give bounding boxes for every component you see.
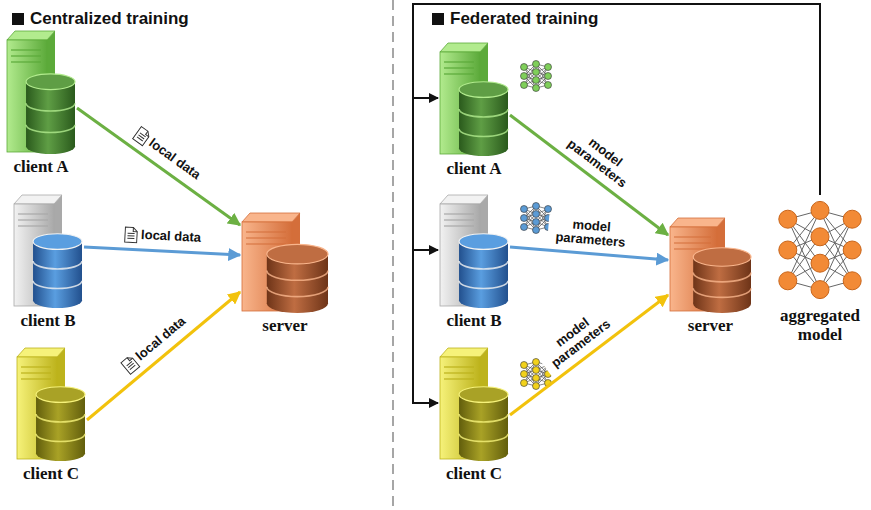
server-node: client B [12,192,84,331]
model-node: aggregated model [774,195,866,344]
server-icon [240,210,330,315]
server-icon [668,215,753,315]
connector [87,292,240,420]
server-node: server [668,215,753,336]
node-label: server [668,317,753,336]
node-label: client A [438,160,510,179]
document-icon [124,226,139,244]
connector [510,295,668,415]
panel-divider [392,0,394,510]
node-label: client A [5,158,77,177]
server-node: client C [15,345,87,484]
server-node: server [240,210,330,336]
edge-label: local data [141,228,202,245]
connector [84,247,240,255]
connector [413,4,820,195]
server-node: client A [438,40,510,179]
edge-label-group: local data [116,311,192,379]
server-icon [12,192,84,310]
server-icon [438,345,510,463]
connector [510,247,668,260]
panel-heading: Centralized training [30,9,189,29]
connector [77,108,240,225]
parameter-icon [521,61,552,92]
heading-bullet [432,13,444,25]
node-label: client B [12,312,84,331]
server-icon [15,345,87,463]
network-icon [774,195,866,305]
heading-bullet [12,13,24,25]
node-label: aggregated model [774,307,866,344]
server-node: client A [5,28,77,177]
connector [413,4,820,403]
edge-label-group: model parameters [547,214,635,252]
edge-label-group: local data [121,225,205,248]
edge-label: model parameters [550,215,632,250]
node-label: server [240,317,330,336]
panel-heading: Federated training [450,9,598,29]
parameter-icon [521,203,552,234]
node-label: client C [15,465,87,484]
server-icon [5,28,77,156]
node-label: client C [438,465,510,484]
server-node: client B [438,192,510,331]
server-node: client C [438,345,510,484]
node-label: client B [438,312,510,331]
server-icon [438,192,510,310]
server-icon [438,40,510,158]
